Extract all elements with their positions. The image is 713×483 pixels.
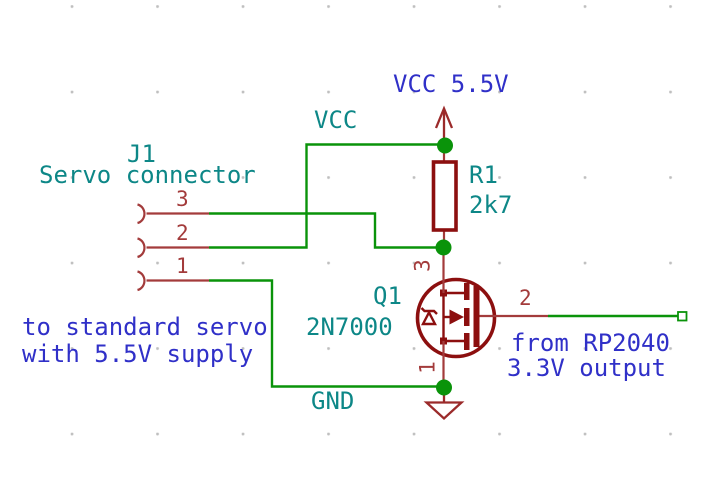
j1-value[interactable]: Servo connector <box>39 161 256 189</box>
wire-vcc-net[interactable] <box>209 143 445 249</box>
r1-reference[interactable]: R1 <box>469 161 498 189</box>
vcc-net-label[interactable]: VCC <box>314 106 358 134</box>
note-servo-line2: with 5.5V supply <box>22 340 254 368</box>
body-diode-icon <box>421 309 437 326</box>
gnd-net-label[interactable]: GND <box>311 387 355 415</box>
j1-pin2-number: 2 <box>176 221 189 245</box>
junction-dot-drain <box>435 239 452 256</box>
junction-dot-vcc <box>437 137 453 154</box>
junction-dot-gnd <box>436 379 452 396</box>
j1-reference[interactable]: J1 <box>127 140 156 168</box>
resistor-r1-symbol[interactable] <box>431 146 458 248</box>
wire-signal-net[interactable] <box>209 212 443 249</box>
wire-gate-net[interactable] <box>548 311 688 322</box>
r1-value[interactable]: 2k7 <box>469 191 513 219</box>
connector-j1-symbol[interactable] <box>137 203 210 292</box>
q1-source-pin-number: 1 <box>415 361 440 374</box>
mosfet-q1-symbol[interactable] <box>415 247 549 389</box>
q1-gate-pin-number: 2 <box>519 286 532 310</box>
wire-open-end-square <box>677 311 688 322</box>
note-servo-line1: to standard servo <box>22 313 268 341</box>
j1-pin1-number: 1 <box>176 254 189 278</box>
j1-pin3-number: 3 <box>176 187 189 211</box>
vcc-flag-label[interactable]: VCC 5.5V <box>393 70 509 98</box>
note-rp-line2: 3.3V output <box>507 354 666 382</box>
wire-gnd-net[interactable] <box>209 279 444 388</box>
q1-reference[interactable]: Q1 <box>373 282 402 310</box>
q1-drain-pin-number: 3 <box>410 259 435 272</box>
note-rp-line1: from RP2040 <box>511 329 670 357</box>
q1-value[interactable]: 2N7000 <box>306 313 393 341</box>
